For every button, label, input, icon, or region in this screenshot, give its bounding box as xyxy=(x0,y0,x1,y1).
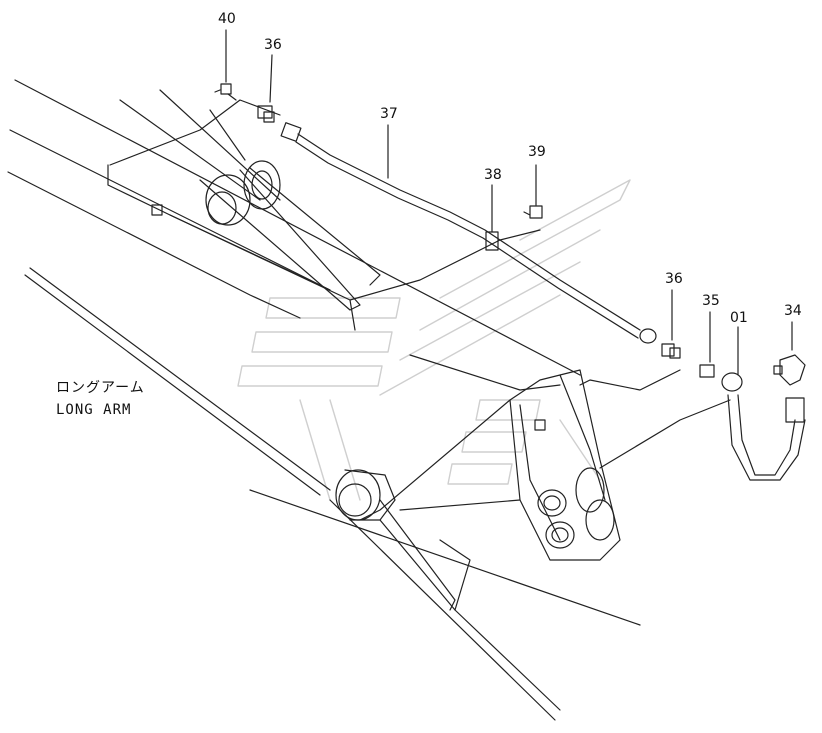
callout-38: 38 xyxy=(484,167,502,183)
part-35-adapter xyxy=(699,311,715,378)
callout-36-bottom: 36 xyxy=(665,271,683,287)
callout-36-top: 36 xyxy=(264,37,282,53)
part-40-nipple xyxy=(214,29,237,101)
callout-01: 01 xyxy=(730,310,748,326)
callout-34: 34 xyxy=(784,303,802,319)
callout-37: 37 xyxy=(380,106,398,122)
callout-39: 39 xyxy=(528,144,546,160)
callout-35: 35 xyxy=(702,293,720,309)
part-37-pipe xyxy=(280,122,657,344)
watermark-logo xyxy=(237,179,631,501)
part-38-clamp xyxy=(485,184,499,251)
arm-end-bracket xyxy=(359,369,681,561)
part-36-fitting-bottom xyxy=(661,289,681,359)
part-36-fitting-top xyxy=(257,54,275,123)
callout-40: 40 xyxy=(218,11,236,27)
part-34-elbow xyxy=(773,321,806,386)
part-01-hose xyxy=(721,326,806,481)
caption-english: LONG ARM xyxy=(56,402,132,418)
caption-japanese: ロングアーム xyxy=(56,380,145,396)
arm-bracket xyxy=(119,89,381,311)
arm-pin-boss xyxy=(335,469,396,521)
long-arm-body xyxy=(7,79,731,721)
part-39-bolt xyxy=(523,164,543,219)
